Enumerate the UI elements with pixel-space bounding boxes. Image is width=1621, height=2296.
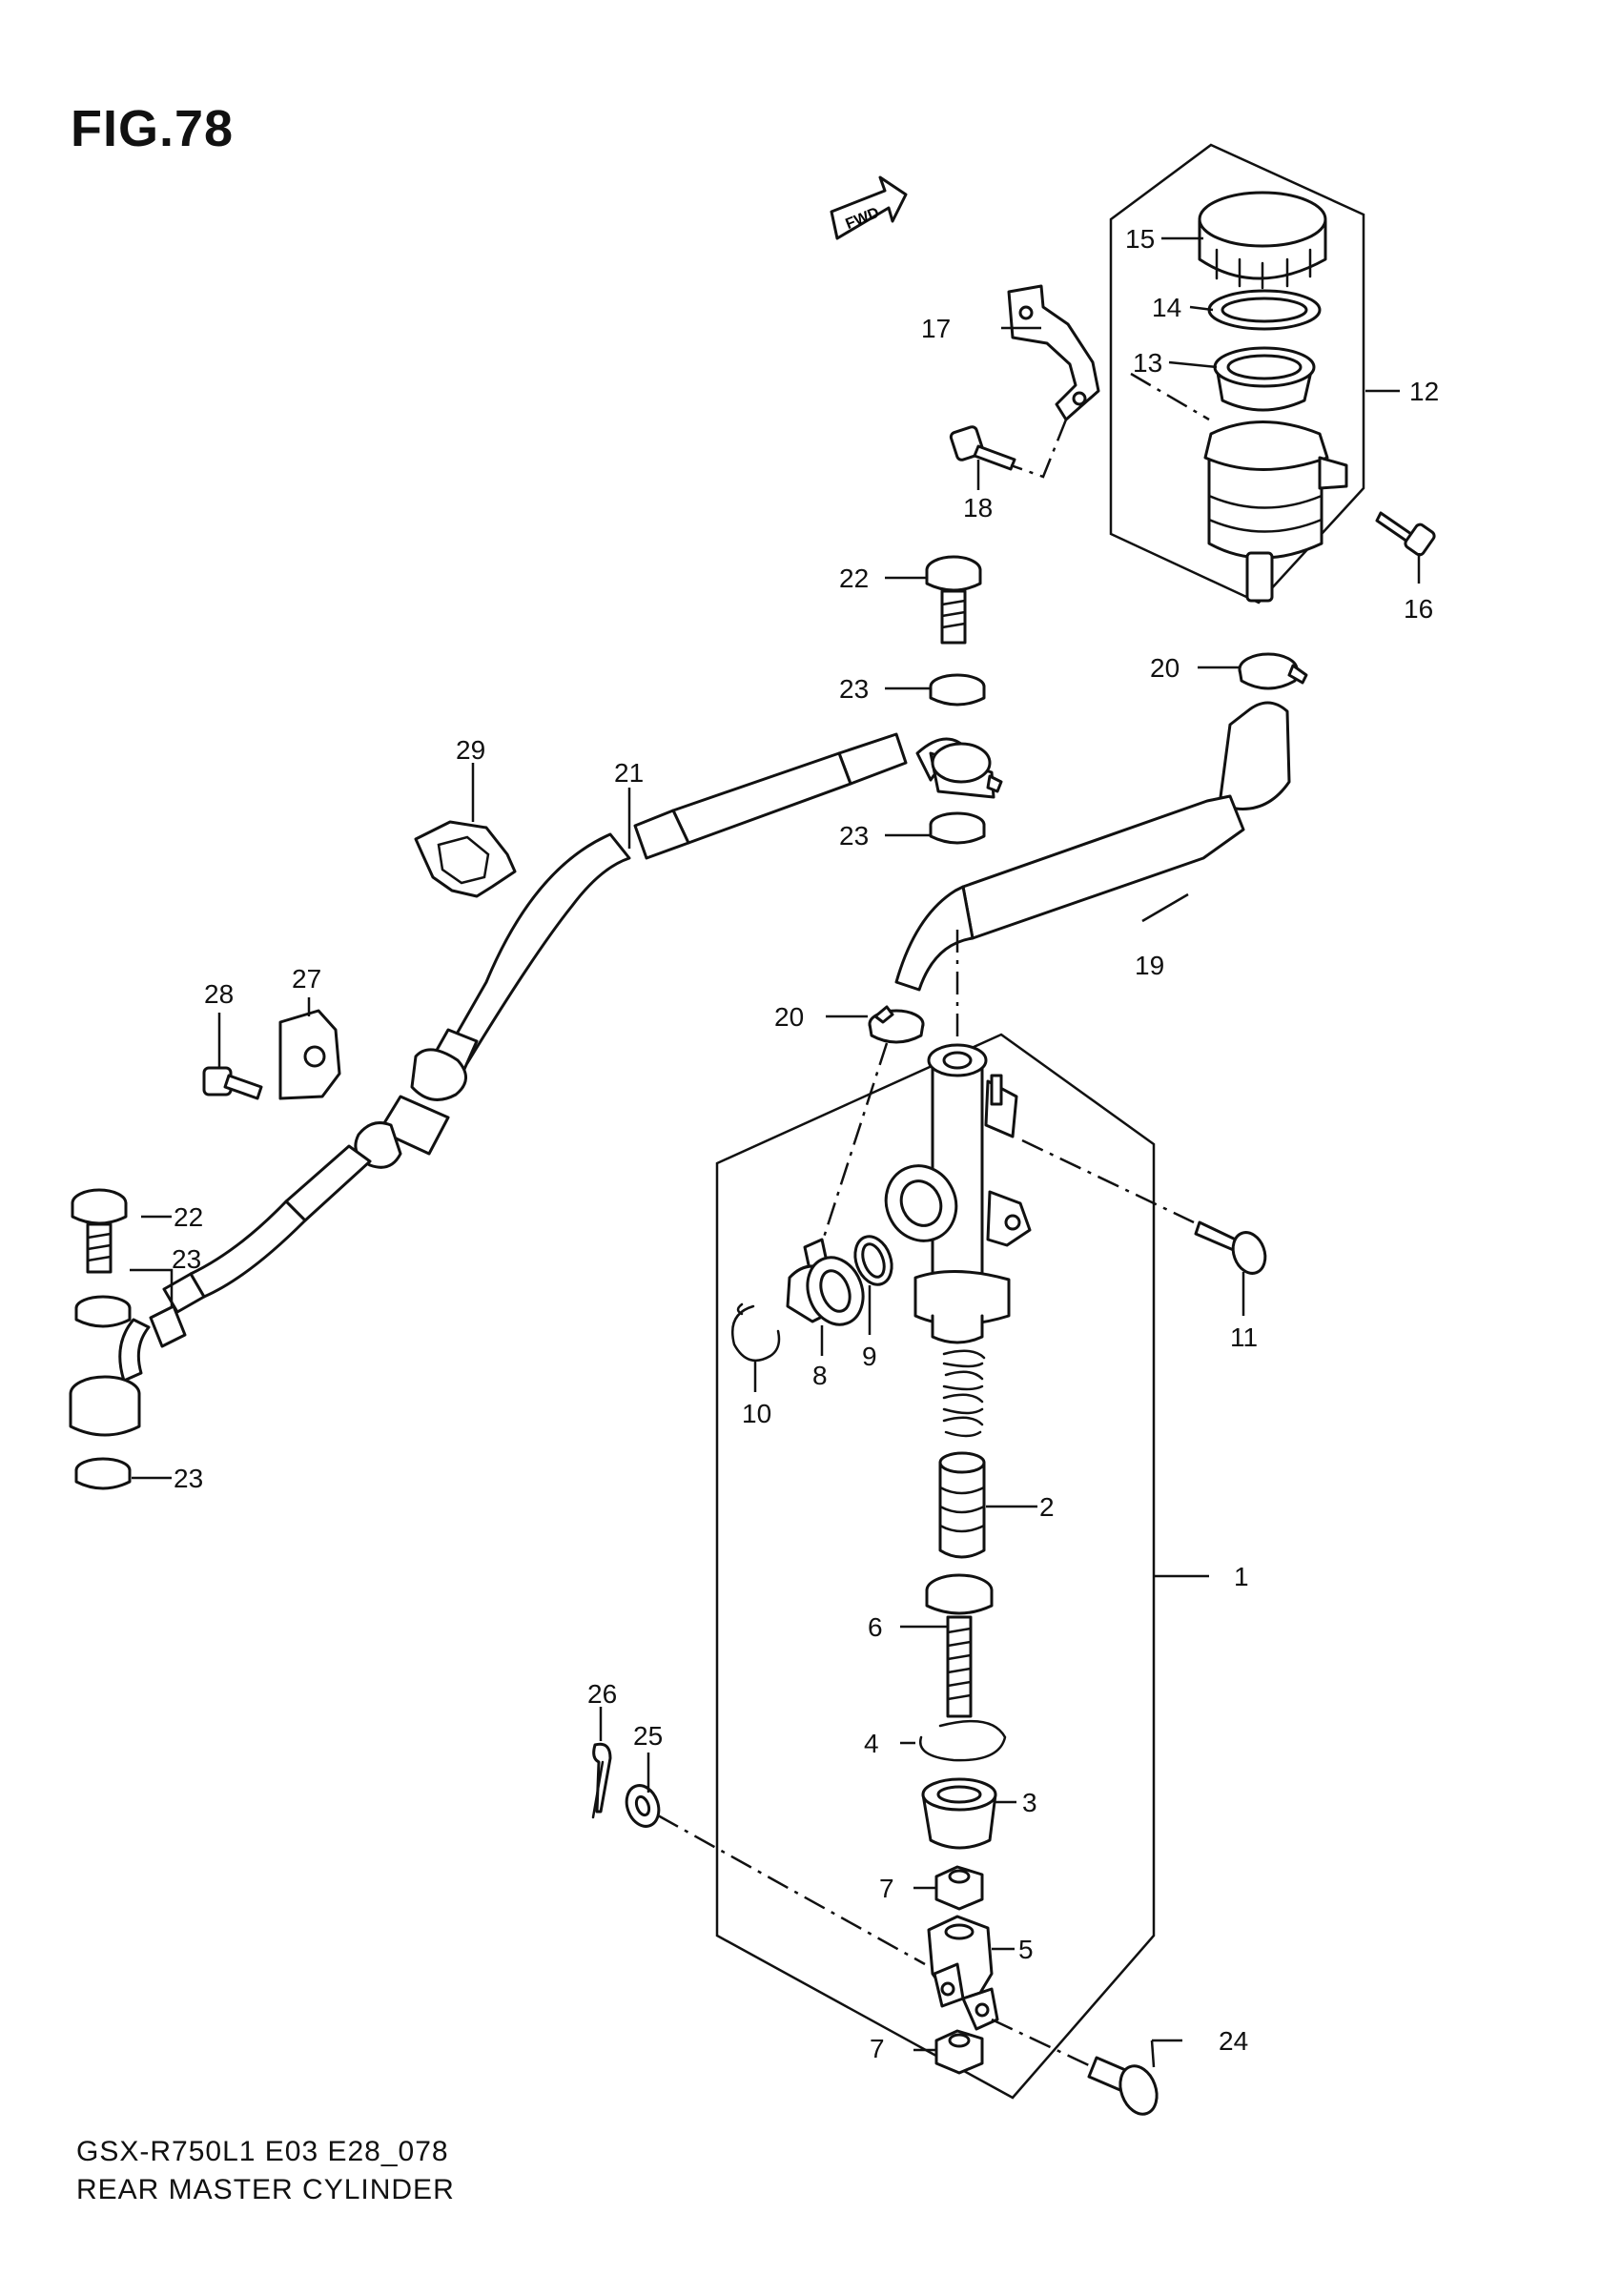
reservoir-cap xyxy=(1198,191,1327,290)
callout-22-lower: 22 xyxy=(174,1202,203,1232)
callout-23-lower-a: 23 xyxy=(172,1244,201,1274)
callout-13: 13 xyxy=(1133,348,1162,378)
callout-27: 27 xyxy=(292,964,321,994)
callout-7-lower: 7 xyxy=(870,2034,885,2063)
callout-3: 3 xyxy=(1022,1788,1037,1817)
callout-26: 26 xyxy=(587,1679,617,1709)
callout-19: 19 xyxy=(1135,951,1164,980)
gasket-washer-upper-b xyxy=(929,811,986,845)
clevis-pin xyxy=(1087,2056,1159,2116)
callout-20-lower: 20 xyxy=(774,1002,804,1032)
hose-clamp-29 xyxy=(414,820,517,898)
callout-24: 24 xyxy=(1219,2026,1248,2056)
figure-title: FIG.78 xyxy=(71,100,235,157)
union-bolt-upper xyxy=(925,555,982,645)
callout-29: 29 xyxy=(456,735,485,765)
callout-23-lower-b: 23 xyxy=(174,1464,203,1493)
circlip xyxy=(731,1302,781,1363)
reservoir-assembly-box xyxy=(1109,143,1365,605)
callout-18: 18 xyxy=(963,493,993,523)
hose-connector xyxy=(786,1238,865,1326)
diaphragm xyxy=(1213,346,1316,412)
clevis-joint xyxy=(927,1915,999,2031)
callout-28: 28 xyxy=(204,979,234,1009)
callout-21: 21 xyxy=(614,758,644,788)
lock-nut-lower xyxy=(934,2029,984,2075)
callout-23-upper-b: 23 xyxy=(839,821,869,851)
reservoir-screw xyxy=(1375,511,1436,557)
callout-labels: 1 2 3 4 5 6 7 7 8 9 10 11 12 13 14 15 16… xyxy=(172,224,1439,2063)
union-bolt-lower xyxy=(71,1188,128,1274)
callout-12: 12 xyxy=(1409,377,1439,406)
gasket-washer-upper-a xyxy=(929,673,986,707)
piston-spring xyxy=(942,1349,986,1438)
callout-9: 9 xyxy=(862,1342,877,1371)
bracket-bolt xyxy=(949,425,1016,471)
callout-23-upper-a: 23 xyxy=(839,674,869,704)
callout-11: 11 xyxy=(1230,1322,1258,1352)
pin-washer xyxy=(625,1784,661,1828)
figure-name-caption: REAR MASTER CYLINDER xyxy=(76,2174,455,2205)
dust-boot xyxy=(921,1777,997,1850)
callout-6: 6 xyxy=(868,1612,883,1642)
callout-25: 25 xyxy=(633,1721,663,1751)
clamp-bolt xyxy=(202,1066,263,1100)
callout-22-upper: 22 xyxy=(839,564,869,593)
gasket-washer-lower-b xyxy=(74,1457,132,1490)
callout-5: 5 xyxy=(1018,1935,1034,1964)
push-rod xyxy=(925,1573,994,1718)
cotter-pin xyxy=(591,1742,612,1819)
snap-ring xyxy=(918,1719,1007,1762)
reservoir-bracket xyxy=(1007,284,1100,421)
fwd-arrow-icon: FWD xyxy=(830,175,908,240)
brake-hose xyxy=(118,732,1003,1383)
callout-2: 2 xyxy=(1039,1492,1055,1522)
callout-4: 4 xyxy=(864,1729,879,1758)
callout-7-upper: 7 xyxy=(879,1874,894,1903)
master-cylinder-assembly-box xyxy=(715,1033,1156,2100)
callout-14: 14 xyxy=(1152,293,1181,322)
leader-lines xyxy=(130,236,1421,2068)
callout-16: 16 xyxy=(1404,594,1433,624)
hose-clip-lower xyxy=(868,1005,925,1044)
reservoir-hose xyxy=(894,701,1291,992)
master-cylinder-body xyxy=(884,1043,1032,1344)
hose-clip-upper xyxy=(1238,652,1308,690)
hose-eye-fitting-lower xyxy=(69,1375,141,1437)
callout-15: 15 xyxy=(1125,224,1155,254)
piston-cup xyxy=(938,1451,986,1559)
callout-10: 10 xyxy=(742,1399,771,1428)
mounting-screw xyxy=(1194,1220,1267,1275)
reservoir-body xyxy=(1203,420,1348,603)
gasket-washer-lower-a xyxy=(74,1295,132,1328)
callout-1: 1 xyxy=(1234,1562,1249,1591)
o-ring xyxy=(853,1235,893,1286)
callout-8: 8 xyxy=(812,1361,828,1390)
callout-17: 17 xyxy=(921,314,951,343)
callout-20-upper: 20 xyxy=(1150,653,1180,683)
lock-nut-upper xyxy=(934,1865,984,1911)
model-code-caption: GSX-R750L1 E03 E28_078 xyxy=(76,2136,449,2167)
diaphragm-plate xyxy=(1207,289,1322,331)
hose-clamp-27 xyxy=(278,1009,341,1100)
